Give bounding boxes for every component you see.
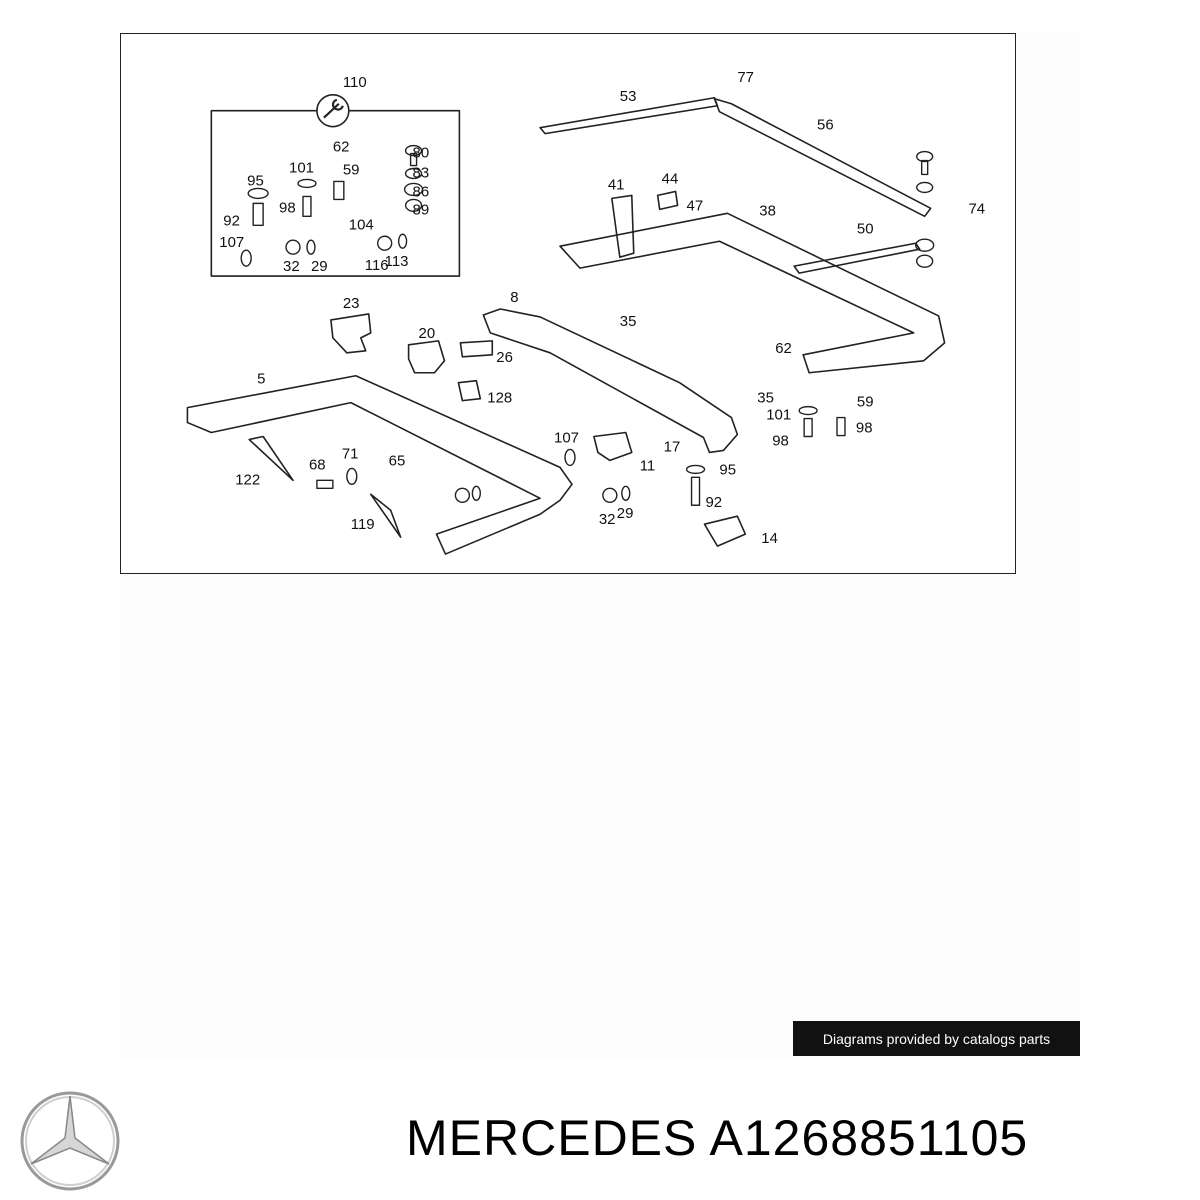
callout-71: 71: [342, 445, 359, 462]
lower-bumper: [186, 374, 573, 555]
wrench-icon: [316, 93, 350, 128]
callout-98: 98: [772, 432, 789, 449]
callout-62: 62: [775, 340, 792, 357]
upper-bumper: [559, 212, 946, 374]
callout-35: 35: [620, 313, 637, 330]
callout-107: 107: [554, 429, 579, 446]
callout-62: 62: [333, 139, 350, 156]
gasket-128: [457, 379, 482, 402]
callout-80: 80: [413, 145, 430, 162]
callout-20: 20: [419, 325, 436, 342]
callout-56: 56: [817, 117, 834, 134]
callout-44: 44: [662, 170, 679, 187]
callout-116: 116: [365, 257, 389, 274]
callout-32: 32: [599, 511, 616, 528]
callout-95: 95: [719, 461, 736, 478]
callout-107: 107: [219, 234, 244, 251]
bracket-41: [611, 194, 635, 258]
callout-50: 50: [857, 220, 874, 237]
callout-65: 65: [389, 452, 406, 469]
callout-29: 29: [311, 258, 328, 275]
callout-41: 41: [608, 176, 625, 193]
bracket-14: [703, 515, 747, 547]
bracket-26: [459, 340, 494, 358]
callout-89: 89: [413, 201, 430, 218]
callout-26: 26: [496, 349, 513, 366]
callout-122: 122: [235, 471, 260, 488]
callout-5: 5: [257, 371, 265, 388]
callout-38: 38: [759, 202, 776, 219]
callout-35: 35: [757, 390, 774, 407]
credit-banner: Diagrams provided by catalogs parts: [793, 1021, 1080, 1056]
callout-14: 14: [761, 530, 778, 547]
callout-59: 59: [343, 161, 360, 178]
callout-77: 77: [737, 69, 754, 86]
callout-11: 11: [640, 457, 656, 474]
trim-strip-53: [539, 96, 719, 135]
callout-29: 29: [617, 505, 634, 522]
callout-8: 8: [510, 289, 518, 306]
callout-23: 23: [343, 295, 360, 312]
bracket-23: [330, 313, 372, 354]
callout-113: 113: [385, 253, 409, 270]
callout-83: 83: [413, 164, 430, 181]
callout-95: 95: [247, 172, 264, 189]
mercedes-star-icon: [20, 1091, 120, 1191]
callout-17: 17: [664, 438, 681, 455]
callout-119: 119: [351, 516, 375, 533]
callout-32: 32: [283, 258, 300, 275]
callout-59: 59: [857, 394, 874, 411]
part-122: [248, 435, 294, 482]
part-number-title: MERCEDES A1268851105: [406, 1110, 1029, 1166]
part-119: [369, 493, 402, 538]
middle-bumper: [482, 308, 739, 454]
fastener-set: [240, 144, 935, 506]
callout-98: 98: [856, 420, 873, 437]
callout-110: 110: [343, 74, 367, 91]
callout-104: 104: [349, 216, 374, 233]
strip-50: [793, 242, 921, 274]
bracket-20: [407, 340, 446, 374]
bracket-11: [593, 431, 633, 462]
callout-92: 92: [705, 494, 722, 511]
callout-74: 74: [969, 200, 986, 217]
callout-98: 98: [279, 199, 296, 216]
callout-86: 86: [413, 183, 430, 200]
callout-92: 92: [223, 212, 240, 229]
trim-strip-56: [713, 97, 932, 218]
callout-101: 101: [766, 407, 791, 424]
callout-53: 53: [620, 88, 637, 105]
clip-44: [656, 190, 679, 211]
callout-101: 101: [289, 159, 314, 176]
callout-128: 128: [487, 390, 512, 407]
callout-68: 68: [309, 456, 326, 473]
callout-47: 47: [687, 197, 704, 214]
